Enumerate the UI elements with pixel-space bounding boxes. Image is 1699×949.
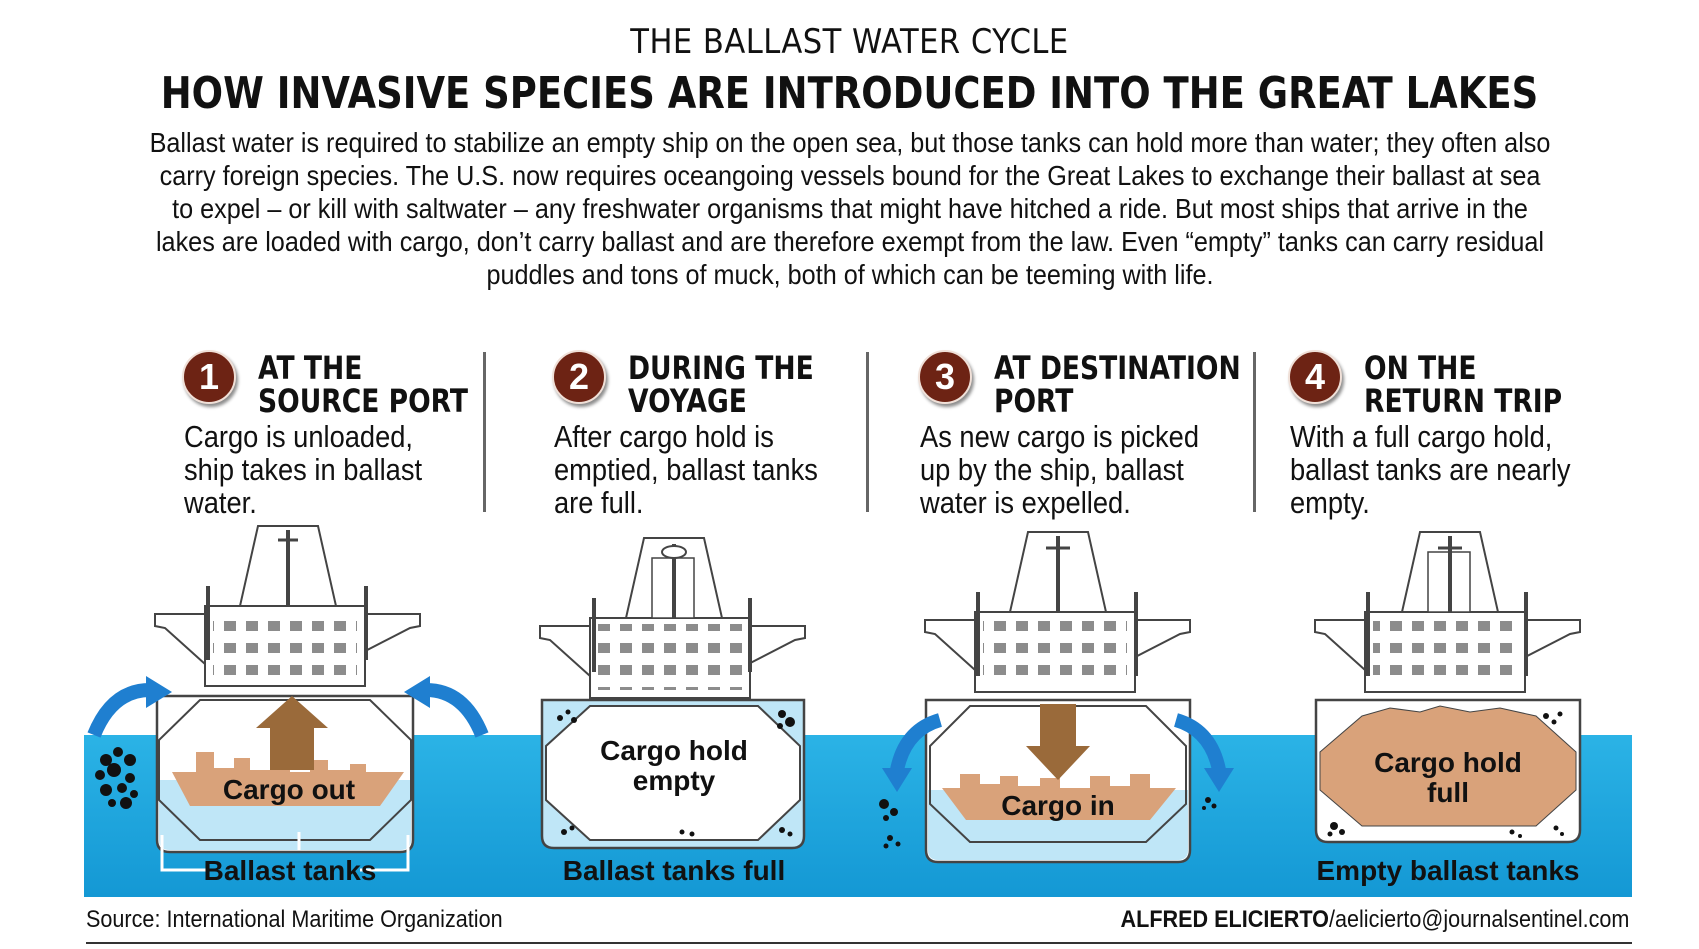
- source-note: Source: International Maritime Organizat…: [86, 906, 503, 933]
- tank-label: Ballast tanks: [204, 855, 377, 886]
- kicker: THE BALLAST WATER CYCLE: [630, 22, 1069, 62]
- step-description: With a full cargo hold, ballast tanks ar…: [1290, 419, 1571, 520]
- step-title: ON THE RETURN TRIP: [1364, 349, 1563, 420]
- hold-label: Cargo in: [1001, 790, 1115, 821]
- credit: ALFRED ELICIERTO/aelicierto@journalsenti…: [1120, 906, 1629, 934]
- step-description: Cargo is unloaded, ship takes in ballast…: [184, 419, 423, 520]
- step-description: After cargo hold is emptied, ballast tan…: [554, 419, 818, 520]
- step-title: DURING THE VOYAGE: [628, 349, 814, 420]
- step-title: AT THE SOURCE PORT: [258, 349, 469, 420]
- tank-label: Empty ballast tanks: [1317, 855, 1580, 886]
- ship-3: [879, 531, 1234, 864]
- credit-contact: /aelicierto@journalsentinel.com: [1328, 906, 1629, 933]
- headline: HOW INVASIVE SPECIES ARE INTRODUCED INTO…: [160, 68, 1539, 119]
- ship-4: [1314, 531, 1582, 844]
- tank-label: Ballast tanks full: [563, 855, 786, 886]
- step-number-badge: 3: [918, 350, 972, 404]
- ship-1: [87, 525, 489, 872]
- step-number-badge: 2: [552, 350, 606, 404]
- step-description: As new cargo is picked up by the ship, b…: [920, 419, 1200, 520]
- step-title: AT DESTINATION PORT: [994, 349, 1241, 420]
- credit-name: ALFRED ELICIERTO: [1120, 906, 1329, 933]
- ship-2: [539, 537, 806, 850]
- hold-label: Cargo out: [223, 774, 355, 805]
- step-divider: [483, 352, 486, 512]
- step-number-badge: 1: [182, 350, 236, 404]
- step-divider: [1253, 352, 1256, 512]
- footer-rule: [86, 942, 1632, 944]
- step-divider: [866, 352, 869, 512]
- step-number-badge: 4: [1288, 350, 1342, 404]
- intro-paragraph: Ballast water is required to stabilize a…: [149, 127, 1551, 290]
